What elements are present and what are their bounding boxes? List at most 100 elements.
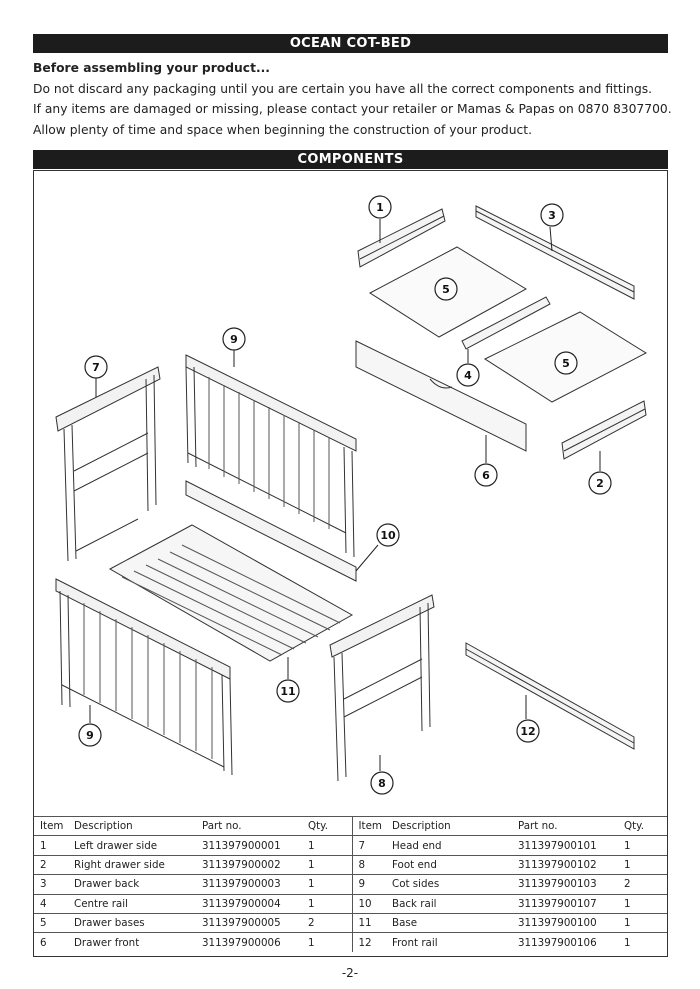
exploded-diagram: 1 3 5 4 5 6 2 7 8 9 9 10 11 12 — [55, 195, 648, 795]
cell-desc: Front rail — [386, 932, 512, 952]
page-number: -2- — [341, 966, 359, 980]
cell-item: 4 — [34, 893, 68, 914]
cell-desc: Foot end — [386, 854, 512, 875]
cell-desc: Drawer front — [68, 932, 196, 952]
table-header: Description — [68, 815, 196, 836]
cell-desc: Back rail — [386, 893, 512, 914]
part-front-rail — [465, 642, 635, 750]
part-back-rail — [185, 480, 357, 582]
table-row: 6 Drawer front 311397900006 1 12 Front r… — [34, 932, 667, 952]
callout-9: 9 — [86, 729, 94, 742]
cell-item: 10 — [351, 893, 386, 914]
parts-table: Item Description Part no. Qty. Item Desc… — [34, 815, 667, 952]
cell-desc: Cot sides — [386, 874, 512, 895]
cell-part: 311397900107 — [512, 893, 618, 914]
table-row: 3 Drawer back 311397900003 1 9 Cot sides… — [34, 874, 667, 895]
cell-part: 311397900102 — [512, 854, 618, 875]
cell-desc: Head end — [386, 835, 512, 856]
callout-1: 1 — [376, 201, 384, 214]
callout-10: 10 — [380, 529, 396, 542]
cell-desc: Centre rail — [68, 893, 196, 914]
cell-desc: Right drawer side — [68, 854, 196, 875]
cell-qty: 1 — [618, 854, 667, 875]
callout-5: 5 — [562, 357, 570, 370]
cell-desc: Left drawer side — [68, 835, 196, 856]
cell-qty: 1 — [618, 835, 667, 856]
table-header: Item — [351, 815, 386, 836]
intro-line: If any items are damaged or missing, ple… — [33, 102, 672, 116]
part-drawer-front — [355, 340, 527, 452]
callout-7: 7 — [92, 361, 100, 374]
cell-item: 9 — [351, 874, 386, 895]
cell-item: 12 — [351, 932, 386, 952]
cell-part: 311397900106 — [512, 932, 618, 952]
cell-qty: 1 — [302, 854, 352, 875]
part-foot-end — [329, 594, 435, 782]
cell-part: 311397900001 — [196, 835, 302, 856]
callout-11: 11 — [280, 685, 295, 698]
callout-8: 8 — [378, 777, 386, 790]
cell-part: 311397900101 — [512, 835, 618, 856]
cell-item: 5 — [34, 912, 68, 933]
cell-part: 311397900005 — [196, 912, 302, 933]
table-header: Item — [34, 815, 68, 836]
callout-6: 6 — [482, 469, 490, 482]
part-drawer-back — [475, 205, 635, 300]
cell-qty: 2 — [618, 874, 667, 895]
table-header-row: Item Description Part no. Qty. Item Desc… — [34, 815, 667, 836]
cell-qty: 1 — [618, 932, 667, 952]
cell-qty: 1 — [302, 932, 352, 952]
cell-qty: 2 — [302, 912, 352, 933]
cell-item: 6 — [34, 932, 68, 952]
cell-item: 11 — [351, 912, 386, 933]
cell-qty: 1 — [302, 874, 352, 895]
part-cot-side-back — [185, 354, 357, 558]
callout-3: 3 — [548, 209, 556, 222]
intro-line: Allow plenty of time and space when begi… — [33, 122, 533, 137]
cell-desc: Drawer bases — [68, 912, 196, 933]
table-row: 1 Left drawer side 311397900001 1 7 Head… — [34, 835, 667, 856]
cell-part: 311397900100 — [512, 912, 618, 933]
cell-qty: 1 — [302, 835, 352, 856]
components-box: 1 3 5 4 5 6 2 7 8 9 9 10 11 12 Item Desc… — [33, 170, 668, 957]
part-left-drawer-side — [357, 208, 446, 268]
cell-item: 1 — [34, 835, 68, 856]
cell-part: 311397900006 — [196, 932, 302, 952]
cell-item: 2 — [34, 854, 68, 875]
cell-qty: 1 — [302, 893, 352, 914]
callout-9: 9 — [230, 333, 238, 346]
table-row: 5 Drawer bases 311397900005 2 11 Base 31… — [34, 912, 667, 933]
cell-desc: Drawer back — [68, 874, 196, 895]
part-head-end — [55, 366, 161, 562]
table-header: Description — [386, 815, 512, 836]
table-row: 4 Centre rail 311397900004 1 10 Back rai… — [34, 893, 667, 914]
cell-desc: Base — [386, 912, 512, 933]
intro-heading: Before assembling your product... — [33, 61, 270, 75]
table-header: Part no. — [512, 815, 618, 836]
callout-2: 2 — [596, 477, 604, 490]
intro-text: Before assembling your product... Do not… — [33, 58, 673, 140]
table-header: Qty. — [618, 815, 667, 836]
callout-5: 5 — [442, 283, 450, 296]
components-bar: COMPONENTS — [33, 150, 668, 169]
cell-part: 311397900103 — [512, 874, 618, 895]
cell-part: 311397900002 — [196, 854, 302, 875]
callout-4: 4 — [464, 369, 472, 382]
cell-item: 7 — [351, 835, 386, 856]
cell-qty: 1 — [618, 912, 667, 933]
part-cot-side-front — [55, 578, 233, 776]
cell-part: 311397900003 — [196, 874, 302, 895]
title-bar: OCEAN COT-BED — [33, 34, 668, 53]
part-base — [108, 524, 354, 662]
cell-item: 8 — [351, 854, 386, 875]
intro-line: Do not discard any packaging until you a… — [33, 81, 653, 96]
table-header: Part no. — [196, 815, 302, 836]
cell-qty: 1 — [618, 893, 667, 914]
callout-12: 12 — [520, 725, 535, 738]
cell-part: 311397900004 — [196, 893, 302, 914]
cell-item: 3 — [34, 874, 68, 895]
table-header: Qty. — [302, 815, 352, 836]
part-right-drawer-side — [561, 400, 647, 460]
part-centre-rail — [461, 296, 551, 350]
table-row: 2 Right drawer side 311397900002 1 8 Foo… — [34, 854, 667, 875]
